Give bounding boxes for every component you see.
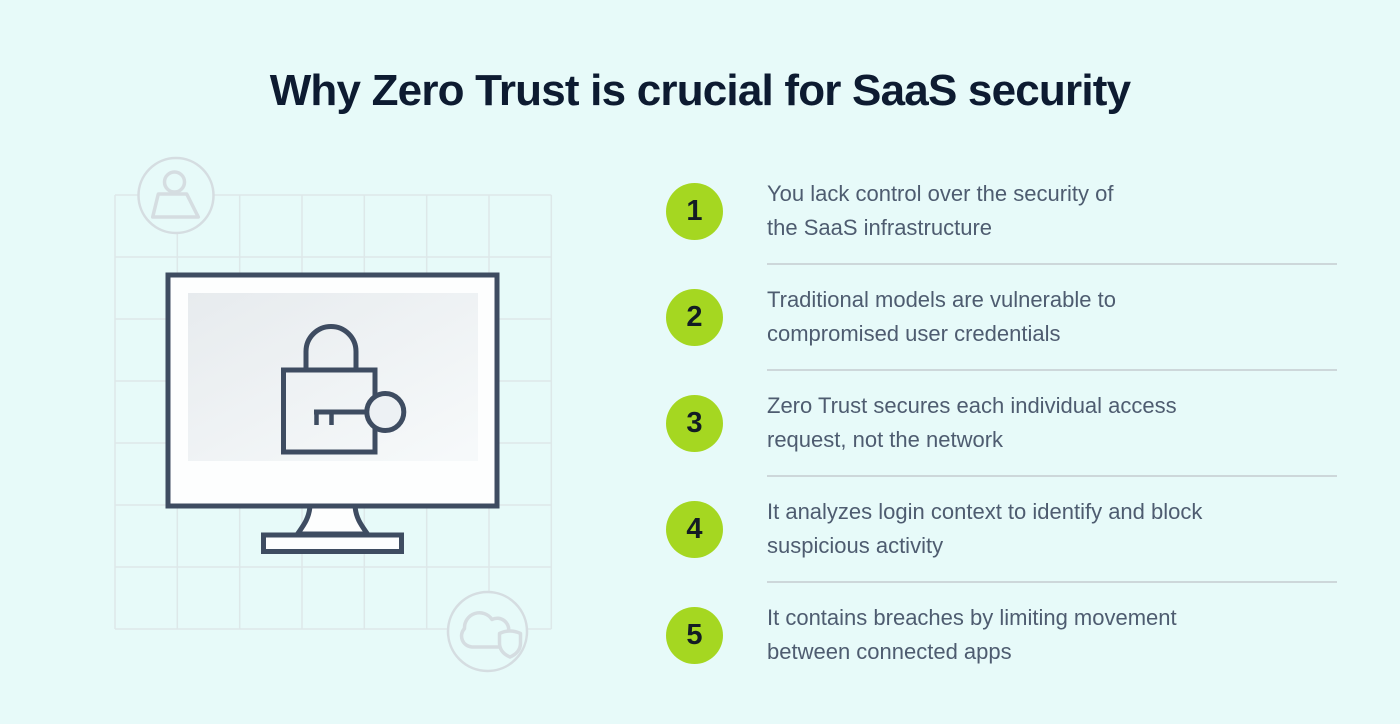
benefit-text: Traditional models are vulnerable to com… (767, 283, 1116, 351)
key-icon (314, 391, 407, 433)
number-badge: 5 (666, 606, 723, 664)
benefit-text: Zero Trust secures each individual acces… (767, 389, 1177, 457)
cloud-shape (459, 611, 511, 649)
list-item: 4 It analyzes login context to identify … (666, 494, 1337, 564)
benefit-text: You lack control over the security of th… (767, 177, 1113, 245)
benefit-text: It analyzes login context to identify an… (767, 495, 1202, 563)
divider (767, 369, 1337, 371)
list-item: 2 Traditional models are vulnerable to c… (666, 282, 1337, 352)
monitor-stand-base (261, 532, 404, 554)
security-illustration (114, 156, 553, 673)
page-title: Why Zero Trust is crucial for SaaS secur… (269, 66, 1131, 115)
number-badge: 3 (666, 394, 723, 452)
number-badge: 4 (666, 500, 723, 558)
benefit-text-line2: request, not the network (767, 427, 1004, 452)
benefit-text-line2: compromised user credentials (767, 321, 1061, 346)
divider (767, 475, 1337, 477)
cloud-shield-icon (446, 590, 529, 673)
benefit-text-line2: suspicious activity (767, 533, 944, 558)
benefit-text-line1: You lack control over the security of (767, 181, 1114, 206)
monitor-stand-neck (295, 503, 370, 537)
monitor-screen (188, 293, 478, 461)
divider (767, 263, 1337, 265)
benefit-text-line1: It analyzes login context to identify an… (767, 499, 1203, 524)
number-badge: 2 (666, 288, 723, 346)
benefit-text-line1: Zero Trust secures each individual acces… (767, 393, 1177, 418)
user-icon (137, 156, 215, 235)
shield-shape (497, 629, 523, 659)
benefit-text-line1: Traditional models are vulnerable to (767, 287, 1116, 312)
benefit-text: It contains breaches by limiting movemen… (767, 601, 1177, 669)
benefit-text-line1: It contains breaches by limiting movemen… (767, 605, 1177, 630)
benefit-text-line2: between connected apps (767, 639, 1012, 664)
list-item: 5 It contains breaches by limiting movem… (666, 600, 1337, 670)
divider (767, 581, 1337, 583)
monitor-icon (165, 272, 500, 554)
list-item: 1 You lack control over the security of … (666, 176, 1337, 246)
list-item: 3 Zero Trust secures each individual acc… (666, 388, 1337, 458)
padlock-shackle (303, 324, 359, 368)
benefit-text-line2: the SaaS infrastructure (767, 215, 993, 240)
number-badge: 1 (666, 182, 723, 240)
benefits-list: 1 You lack control over the security of … (666, 176, 1337, 670)
